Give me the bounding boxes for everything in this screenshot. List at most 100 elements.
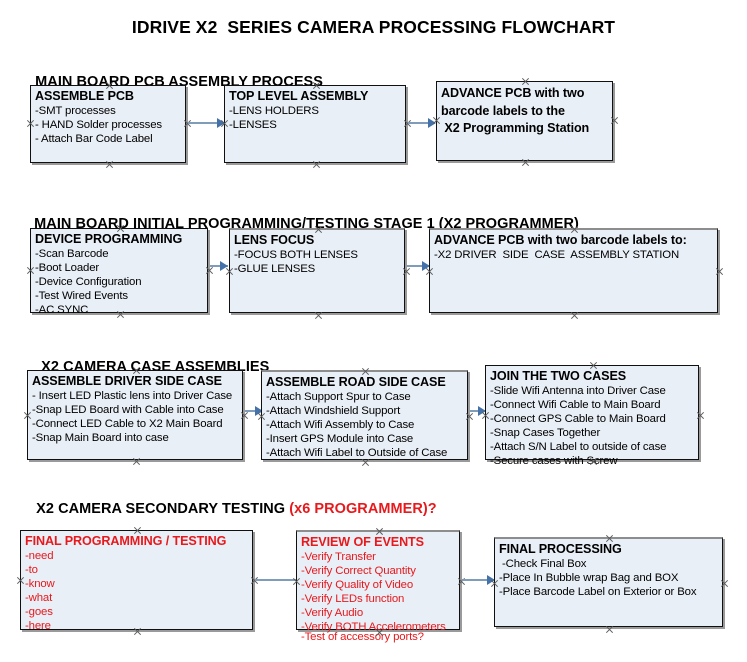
- node-lens-focus[interactable]: LENS FOCUS -FOCUS BOTH LENSES -GLUE LENS…: [229, 228, 405, 313]
- node-line: -need: [25, 550, 54, 562]
- node-line: -GLUE LENSES: [234, 263, 316, 275]
- node-line: -Test Wired Events: [35, 290, 128, 302]
- node-title: LENS FOCUS: [234, 233, 315, 247]
- anchor-handle-left: [23, 411, 32, 420]
- anchor-handle-bottom: [312, 160, 321, 169]
- arrow-icon: [255, 406, 263, 416]
- anchor-handle-left: [26, 266, 35, 275]
- node-line: -Verify LEDs function: [301, 593, 405, 605]
- anchor-handle-right: [610, 116, 619, 125]
- node-final-processing[interactable]: FINAL PROCESSING -Check Final Box -Place…: [494, 537, 723, 627]
- node-title: ADVANCE PCB with two barcode labels to:: [434, 233, 687, 247]
- node-assemble-driver-side-case[interactable]: ASSEMBLE DRIVER SIDE CASE - Insert LED P…: [27, 370, 243, 460]
- node-line: -Slide Wifi Antenna into Driver Case: [490, 385, 666, 397]
- node-line: -Verify Quality of Video: [301, 579, 414, 591]
- anchor-handle-bottom: [605, 625, 614, 634]
- node-title: FINAL PROCESSING: [499, 542, 622, 556]
- node-title: ADVANCE PCB with two barcode labels to t…: [441, 86, 590, 135]
- node-line: - Insert LED Plastic lens into Driver Ca…: [32, 390, 233, 402]
- anchor-handle-bottom: [570, 311, 579, 320]
- node-line: -what: [25, 592, 53, 604]
- node-line: -Verify Transfer: [301, 551, 376, 563]
- node-title: FINAL PROGRAMMING / TESTING: [25, 534, 227, 548]
- node-overflow-line: -Test of accessory ports?: [301, 631, 424, 643]
- section-heading-x2-camera-secondary-testing: X2 CAMERA SECONDARY TESTING (x6 PROGRAMM…: [28, 485, 437, 517]
- node-title: DEVICE PROGRAMMING: [35, 232, 183, 246]
- node-line: -SMT processes: [35, 105, 116, 117]
- node-line: -Device Configuration: [35, 276, 142, 288]
- node-line: -Snap Cases Together: [490, 427, 601, 439]
- node-assemble-pcb[interactable]: ASSEMBLE PCB -SMT processes - HAND Solde…: [30, 85, 186, 163]
- node-line: -Verify Audio: [301, 607, 363, 619]
- arrow-icon: [428, 118, 436, 128]
- anchor-handle-bottom: [314, 311, 323, 320]
- node-line: - Attach Bar Code Label: [35, 133, 153, 145]
- node-top-level-assembly[interactable]: TOP LEVEL ASSEMBLY -LENS HOLDERS -LENSES: [224, 85, 406, 163]
- connector-device-programming-to-lens-focus: [210, 265, 228, 267]
- node-line: -AC SYNC: [35, 304, 89, 316]
- section-heading-text: X2 CAMERA SECONDARY TESTING: [36, 501, 290, 517]
- node-assemble-road-side-case[interactable]: ASSEMBLE ROAD SIDE CASE -Attach Support …: [261, 370, 468, 460]
- node-advance-pcb-to-programming-station[interactable]: ADVANCE PCB with two barcode labels to t…: [436, 81, 613, 161]
- anchor-handle-left: [16, 576, 25, 585]
- node-line: -to: [25, 564, 38, 576]
- arrow-icon: [422, 261, 430, 271]
- node-line: -FOCUS BOTH LENSES: [234, 249, 358, 261]
- node-line: -Attach Windshield Support: [266, 405, 401, 417]
- node-title: REVIEW OF EVENTS: [301, 535, 424, 549]
- arrow-icon: [217, 118, 225, 128]
- node-line: -Attach Wifi Assembly to Case: [266, 419, 415, 431]
- node-line: -Place Barcode Label on Exterior or Box: [499, 586, 697, 598]
- node-line: -LENSES: [229, 119, 277, 131]
- arrow-icon: [220, 261, 228, 271]
- connector-assemble-pcb-to-top-level-assembly: [188, 122, 226, 124]
- node-line: -Snap Main Board into case: [32, 432, 169, 444]
- node-title: ASSEMBLE PCB: [35, 89, 134, 103]
- node-line: -Verify BOTH Accelerometers: [301, 621, 446, 633]
- node-line: -X2 DRIVER SIDE CASE ASSEMBLY STATION: [434, 249, 680, 261]
- anchor-handle-right: [465, 412, 474, 421]
- connector-final-programming-to-review-of-events: [255, 579, 297, 581]
- node-line: -Connect Wifi Cable to Main Board: [490, 399, 661, 411]
- anchor-handle-right: [720, 579, 729, 588]
- node-title: ASSEMBLE ROAD SIDE CASE: [266, 375, 446, 389]
- anchor-handle-right: [205, 266, 214, 275]
- section-heading-accent: (x6 PROGRAMMER)?: [289, 501, 437, 517]
- anchor-handle-right: [696, 411, 705, 420]
- node-line: -Insert GPS Module into Case: [266, 433, 414, 445]
- connector-review-of-events-to-final-processing: [462, 579, 494, 581]
- node-title: TOP LEVEL ASSEMBLY: [229, 89, 369, 103]
- anchor-handle-right: [402, 267, 411, 276]
- node-line: -Attach S/N Label to outside of case: [490, 441, 667, 453]
- node-line: -Connect LED Cable to X2 Main Board: [32, 418, 223, 430]
- node-advance-pcb-to-driver-side-case[interactable]: ADVANCE PCB with two barcode labels to: …: [429, 228, 718, 313]
- connector-driver-case-to-road-case: [245, 410, 263, 412]
- node-join-the-two-cases[interactable]: JOIN THE TWO CASES -Slide Wifi Antenna i…: [485, 365, 699, 467]
- node-title: ASSEMBLE DRIVER SIDE CASE: [32, 374, 222, 388]
- node-line: -Snap LED Board with Cable into Case: [32, 404, 224, 416]
- anchor-handle-left: [26, 119, 35, 128]
- node-line: -Connect GPS Cable to Main Board: [490, 413, 666, 425]
- page-title: IDRIVE X2 SERIES CAMERA PROCESSING FLOWC…: [131, 17, 616, 37]
- node-review-of-events[interactable]: REVIEW OF EVENTS -Verify Transfer -Verif…: [296, 530, 460, 643]
- node-title: JOIN THE TWO CASES: [490, 369, 627, 383]
- node-line: -Boot Loader: [35, 262, 100, 274]
- connector-lens-focus-to-advance-pcb-driver-case: [407, 265, 429, 267]
- anchor-handle-bottom: [105, 160, 114, 169]
- anchor-handle-bottom: [521, 158, 530, 167]
- node-final-programming-testing[interactable]: FINAL PROGRAMMING / TESTING -need -to -k…: [20, 530, 253, 632]
- node-line: - HAND Solder processes: [35, 119, 162, 131]
- node-line: -Place In Bubble wrap Bag and BOX: [499, 572, 679, 584]
- arrow-icon: [478, 406, 486, 416]
- node-line: -Check Final Box: [499, 558, 587, 570]
- node-line: -Attach Wifi Label to Outside of Case: [266, 447, 448, 459]
- node-line: -Verify Correct Quantity: [301, 565, 416, 577]
- node-line: -know: [25, 578, 55, 590]
- anchor-handle-right: [240, 411, 249, 420]
- node-line: -Attach Support Spur to Case: [266, 391, 411, 403]
- node-line: -Secure cases with Screw: [490, 455, 618, 467]
- connector-top-level-assembly-to-advance-pcb: [408, 122, 435, 124]
- node-device-programming[interactable]: DEVICE PROGRAMMING -Scan Barcode -Boot L…: [30, 228, 208, 316]
- anchor-handle-bottom: [132, 457, 141, 466]
- node-line: -here: [25, 620, 51, 632]
